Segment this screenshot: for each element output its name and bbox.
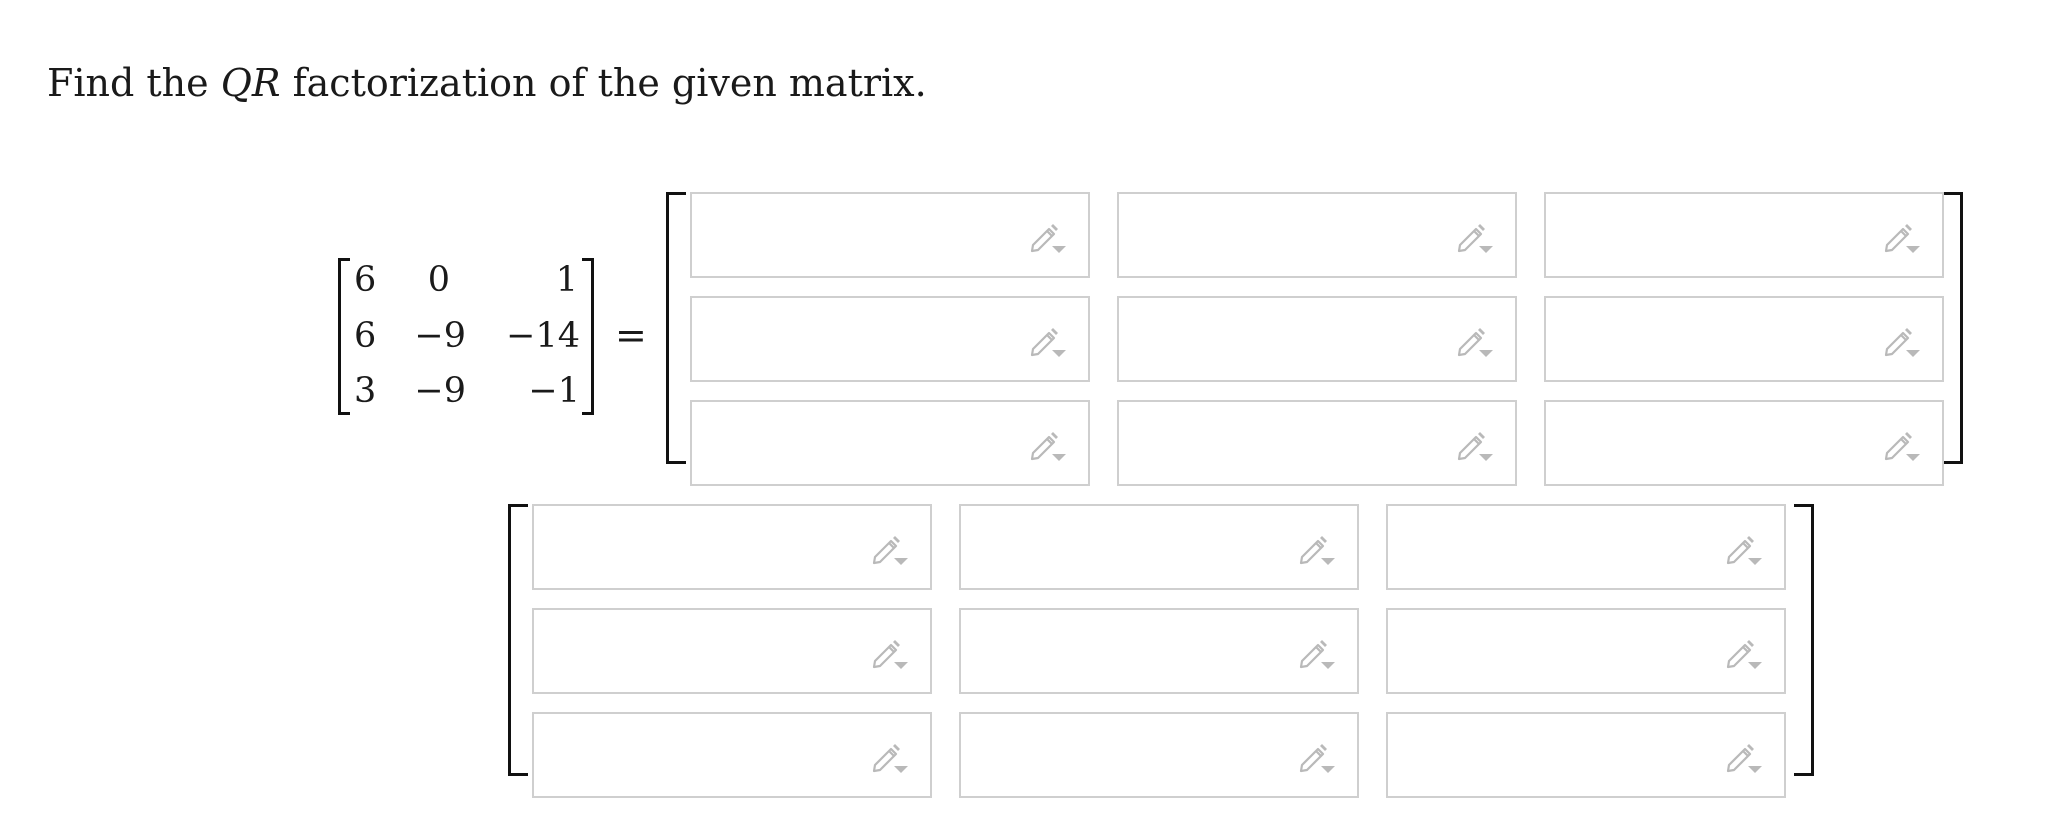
pencil-dropdown-icon[interactable] (1299, 740, 1337, 774)
pencil-dropdown-icon[interactable] (1884, 428, 1922, 462)
r-matrix-left-bracket (508, 504, 528, 776)
pencil-dropdown-icon[interactable] (1884, 324, 1922, 358)
pencil-dropdown-icon[interactable] (1726, 636, 1764, 670)
r-matrix-entry-cell[interactable] (1386, 608, 1786, 694)
q-matrix-entry-cell[interactable] (690, 296, 1090, 382)
pencil-dropdown-icon[interactable] (1726, 532, 1764, 566)
r-matrix-entry-cell[interactable] (959, 608, 1359, 694)
pencil-dropdown-icon[interactable] (1299, 636, 1337, 670)
r-matrix-entry-cell[interactable] (959, 712, 1359, 798)
q-matrix-entry-cell[interactable] (1117, 192, 1517, 278)
pencil-dropdown-icon[interactable] (872, 532, 910, 566)
pencil-dropdown-icon[interactable] (1726, 740, 1764, 774)
pencil-dropdown-icon[interactable] (1030, 220, 1068, 254)
q-matrix-entry-cell[interactable] (690, 400, 1090, 486)
r-matrix-entry-cell[interactable] (1386, 712, 1786, 798)
question-text-after: factorization of the given matrix. (280, 61, 927, 105)
given-matrix-right-bracket (582, 258, 594, 415)
q-matrix-entry-cell[interactable] (1544, 192, 1944, 278)
question-text-before: Find the (47, 61, 221, 105)
given-matrix-left-bracket (338, 258, 350, 415)
question-prompt: Find the QR factorization of the given m… (47, 58, 927, 108)
pencil-dropdown-icon[interactable] (872, 636, 910, 670)
pencil-dropdown-icon[interactable] (1457, 324, 1495, 358)
q-matrix-entry-cell[interactable] (1544, 400, 1944, 486)
given-matrix: 6 0 1 6 −9 −14 3 −9 −1 (338, 258, 594, 415)
r-matrix-entry-cell[interactable] (532, 608, 932, 694)
r-matrix (508, 504, 1814, 798)
pencil-dropdown-icon[interactable] (1457, 220, 1495, 254)
pencil-dropdown-icon[interactable] (1457, 428, 1495, 462)
q-matrix-entry-cell[interactable] (690, 192, 1090, 278)
r-matrix-entry-cell[interactable] (1386, 504, 1786, 590)
q-matrix (666, 192, 1963, 486)
r-matrix-entry-cell[interactable] (532, 504, 932, 590)
q-matrix-entry-cell[interactable] (1544, 296, 1944, 382)
pencil-dropdown-icon[interactable] (1030, 324, 1068, 358)
r-matrix-entry-cell[interactable] (959, 504, 1359, 590)
equals-sign: = (615, 313, 647, 357)
r-matrix-right-bracket (1794, 504, 1814, 776)
q-matrix-entry-cell[interactable] (1117, 400, 1517, 486)
pencil-dropdown-icon[interactable] (1030, 428, 1068, 462)
pencil-dropdown-icon[interactable] (872, 740, 910, 774)
pencil-dropdown-icon[interactable] (1884, 220, 1922, 254)
q-matrix-left-bracket (666, 192, 686, 464)
r-matrix-entry-cell[interactable] (532, 712, 932, 798)
q-matrix-right-bracket (1943, 192, 1963, 464)
q-matrix-entry-cell[interactable] (1117, 296, 1517, 382)
question-variable-qr: QR (220, 61, 281, 105)
pencil-dropdown-icon[interactable] (1299, 532, 1337, 566)
